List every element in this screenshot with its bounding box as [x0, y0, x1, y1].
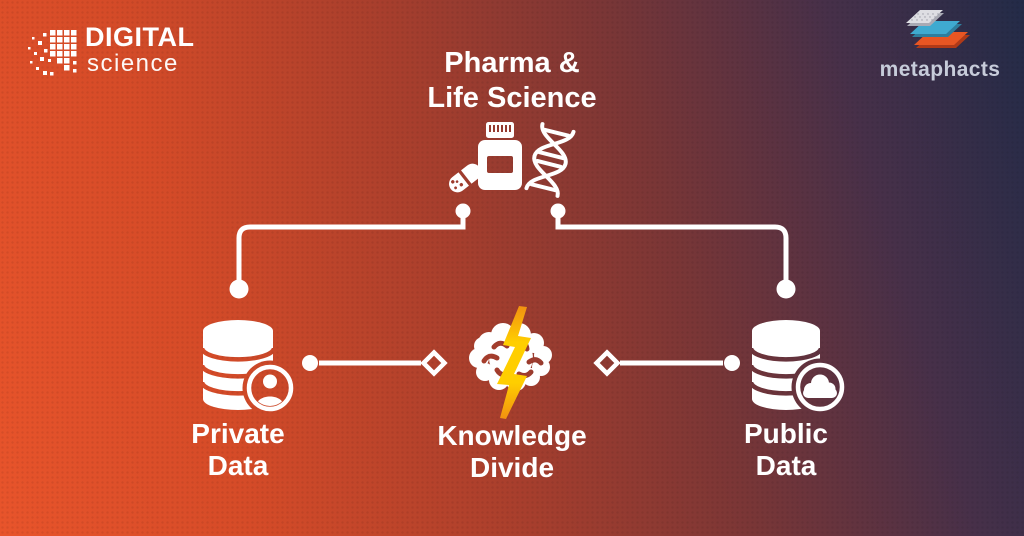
- user-badge-icon: [246, 364, 294, 412]
- metaphacts-logo: metaphacts: [870, 10, 1010, 82]
- node-label-private-data: Private Data: [191, 418, 285, 481]
- lightning-bolt-icon: [497, 306, 531, 419]
- node-label-knowledge-divide: Knowledge Divide: [437, 420, 587, 483]
- node-label-public-data: Public Data: [743, 418, 829, 481]
- database-icon: [203, 320, 273, 410]
- pill-bottle-icon: [449, 122, 522, 193]
- metaphacts-layers-icon: [906, 10, 970, 48]
- connector-endpoint-dots: [229, 203, 796, 299]
- cloud-badge-icon: [795, 362, 845, 412]
- dna-icon: [524, 122, 576, 198]
- metaphacts-wordmark: metaphacts: [879, 58, 1001, 81]
- diamond-endpoint-icon: [420, 349, 448, 377]
- connector-private-to-knowledge: [302, 349, 448, 377]
- connector-root-to-public: [555, 211, 789, 284]
- diamond-endpoint-icon: [593, 349, 621, 377]
- digital-science-wordmark-digital: DIGITAL: [85, 22, 195, 52]
- digital-science-wordmark-science: science: [87, 50, 179, 77]
- digital-science-pixel-icon: [28, 30, 77, 76]
- root-node-label: Pharma & Life Science: [427, 47, 597, 114]
- database-icon: [752, 320, 820, 410]
- connector-public-to-knowledge: [593, 349, 740, 377]
- digital-science-logo: DIGITAL science: [26, 24, 194, 80]
- connector-root-to-private: [236, 211, 466, 284]
